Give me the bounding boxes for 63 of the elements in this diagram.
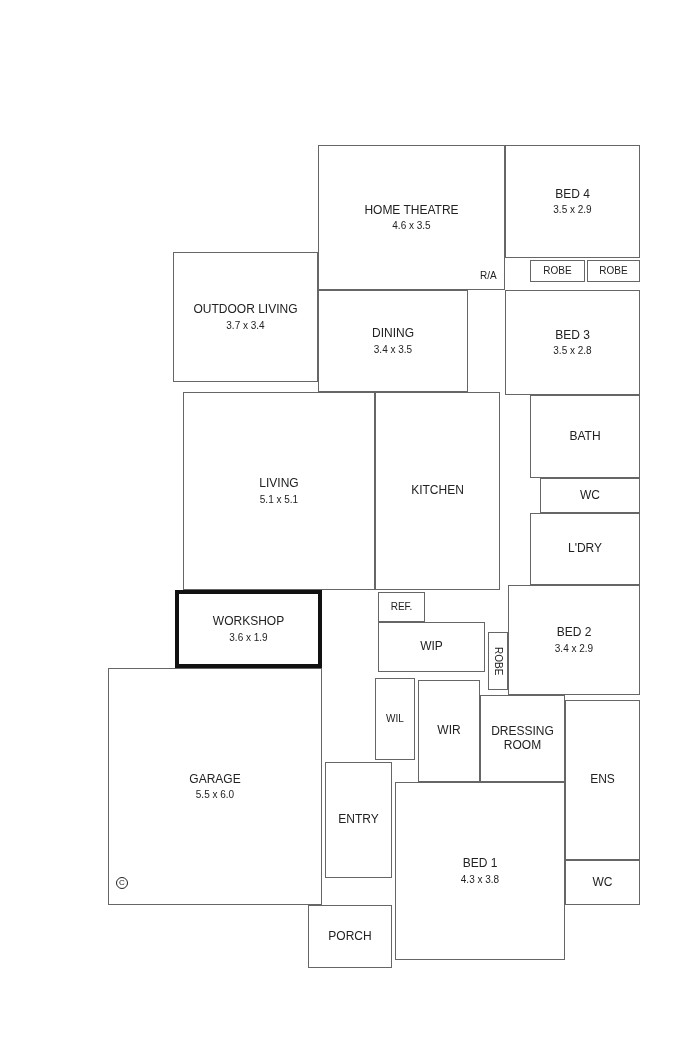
room-name: BED 1	[462, 857, 498, 871]
room-size: 3.5 x 2.9	[553, 204, 592, 216]
room-name: KITCHEN	[411, 484, 464, 498]
room-name: HOME THEATRE	[364, 203, 459, 218]
room-outline	[530, 260, 585, 282]
room-outline	[530, 513, 640, 585]
room-size: 5.1 x 5.1	[259, 493, 299, 505]
room-size: 4.3 x 3.8	[460, 873, 500, 885]
room-outline	[378, 622, 485, 672]
room-outline	[308, 905, 392, 968]
room-name: WC	[592, 875, 613, 890]
room-name: OUTDOOR LIVING	[193, 303, 298, 317]
room-outline	[587, 260, 640, 282]
room-outline	[173, 252, 318, 382]
room-outline	[183, 392, 375, 590]
room-size: 3.6 x 1.9	[229, 631, 268, 643]
room-name: ENS	[590, 773, 615, 787]
room-size: 3.5 x 2.8	[553, 345, 592, 357]
room-size: 3.4 x 2.9	[554, 642, 594, 654]
room-size: 5.5 x 6.0	[195, 789, 235, 801]
room-outline	[540, 478, 640, 513]
room-outline	[488, 632, 508, 690]
room-name: ENTRY	[338, 813, 379, 827]
room-name: ROBE	[599, 265, 628, 277]
room-outline	[318, 145, 505, 290]
room-name: WIR	[437, 724, 461, 738]
room-outline	[480, 695, 565, 782]
room-name: DINING	[372, 327, 414, 341]
room-name: GARAGE	[189, 772, 241, 787]
room-outline	[508, 585, 640, 695]
room-name: BED 3	[555, 328, 590, 343]
room-outline	[395, 782, 565, 960]
room-outline	[325, 762, 392, 878]
room-size: 4.6 x 3.5	[392, 220, 431, 232]
room-outline	[565, 860, 640, 905]
room-outline	[418, 680, 480, 782]
room-name: BED 2	[556, 626, 592, 640]
room-outline	[375, 392, 500, 590]
room-outline	[505, 145, 640, 258]
room-outline	[565, 700, 640, 860]
room-outline	[108, 668, 322, 905]
room-name: ROBE	[492, 646, 504, 676]
room-outline	[378, 592, 425, 622]
room-name: BATH	[569, 429, 601, 444]
room-name: L'DRY	[567, 542, 603, 556]
room-name: ROBE	[543, 265, 572, 277]
room-name: WIL	[386, 713, 404, 725]
room-size: 3.4 x 3.5	[373, 343, 413, 355]
room-name: WIP	[420, 640, 443, 654]
room-size: 3.7 x 3.4	[226, 319, 265, 331]
room-outline	[375, 678, 415, 760]
room-name: WC	[580, 488, 600, 503]
room-outline	[175, 590, 322, 668]
room-name: LIVING	[259, 477, 299, 491]
ra-label: R/A	[480, 270, 497, 281]
room-name: PORCH	[328, 929, 372, 944]
room-name: DRESSING ROOM	[490, 724, 555, 753]
room-outline	[318, 290, 468, 392]
room-outline	[530, 395, 640, 478]
room-name: WORKSHOP	[212, 615, 285, 629]
room-name: REF.	[390, 601, 413, 613]
room-outline	[505, 290, 640, 395]
room-name: BED 4	[555, 187, 590, 202]
